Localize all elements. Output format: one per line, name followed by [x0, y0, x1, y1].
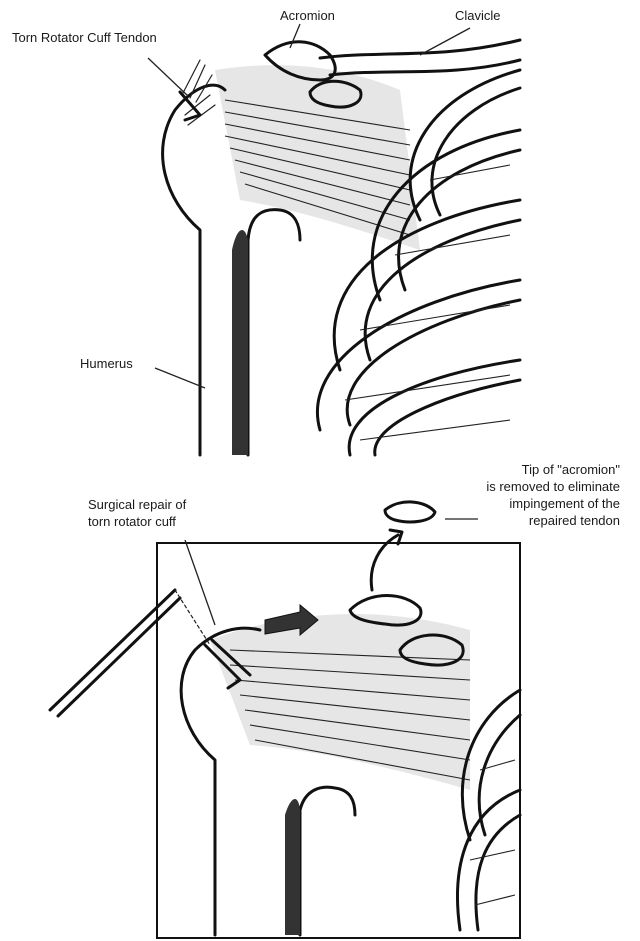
leader-humerus — [155, 368, 205, 388]
bottom-humerus-shadow — [285, 799, 300, 935]
label-repair-line2: torn rotator cuff — [88, 514, 176, 529]
label-tip-line4: repaired tendon — [529, 513, 620, 528]
label-tip-line3: impingement of the — [509, 496, 620, 511]
removal-arrow — [371, 530, 402, 590]
top-clavicle — [320, 40, 520, 75]
label-acromion: Acromion — [280, 8, 335, 23]
top-humerus-shadow — [232, 230, 248, 455]
label-repair-line1: Surgical repair of — [88, 497, 187, 512]
label-humerus: Humerus — [80, 356, 133, 371]
leader-torn-tendon — [148, 58, 188, 96]
label-tip-line2: is removed to eliminate — [486, 479, 620, 494]
leader-acromion — [290, 24, 300, 48]
surgical-instrument — [50, 590, 210, 716]
top-muscle-shading — [215, 65, 420, 250]
top-humerus-outline — [163, 85, 225, 455]
top-illustration: Acromion Clavicle Torn Rotator Cuff Tend… — [12, 8, 520, 455]
bottom-illustration: Tip of "acromion" is removed to eliminat… — [50, 462, 620, 938]
top-humerus-shaft — [248, 210, 300, 455]
label-torn-tendon: Torn Rotator Cuff Tendon — [12, 30, 157, 45]
label-tip-line1: Tip of "acromion" — [522, 462, 621, 477]
bottom-muscle-shading — [210, 614, 470, 790]
label-clavicle: Clavicle — [455, 8, 501, 23]
removed-acromion-tip — [385, 502, 435, 522]
bottom-humerus-shaft — [300, 787, 355, 935]
